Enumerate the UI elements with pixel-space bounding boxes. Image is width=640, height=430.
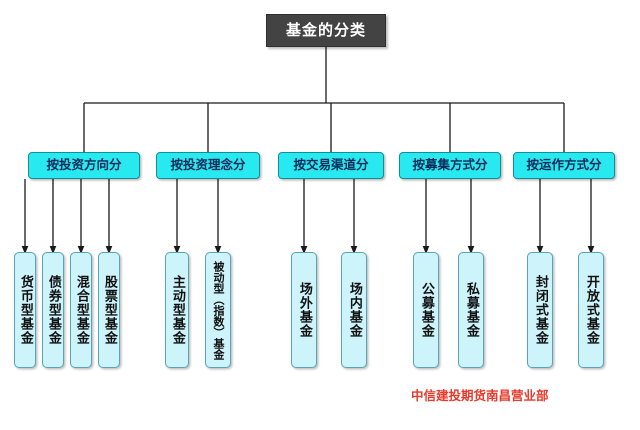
leaf-label: 被动型（指数）基金 [212, 260, 226, 360]
leaf-label: 公募基金 [418, 282, 434, 338]
leaf-box-4-2[interactable]: 私募基金 [458, 252, 484, 368]
category-box-1[interactable]: 按投资方向分 [28, 152, 140, 179]
leaf-box-3-2[interactable]: 场内基金 [341, 252, 367, 368]
category-box-3[interactable]: 按交易渠道分 [278, 152, 384, 179]
leaf-label: 混合型基金 [73, 275, 89, 345]
category-label: 按募集方式分 [412, 157, 488, 173]
category-label: 按投资方向分 [46, 157, 122, 173]
leaf-label: 场内基金 [346, 282, 362, 338]
leaf-box-5-2[interactable]: 开放式基金 [578, 252, 604, 368]
leaf-box-1-3[interactable]: 混合型基金 [70, 252, 92, 368]
category-box-4[interactable]: 按募集方式分 [399, 152, 501, 179]
leaf-box-2-1[interactable]: 主动型基金 [165, 252, 189, 368]
leaf-label: 主动型基金 [169, 275, 185, 345]
leaf-box-2-2[interactable]: 被动型（指数）基金 [205, 252, 231, 368]
category-label: 按交易渠道分 [293, 157, 369, 173]
leaf-label: 私募基金 [463, 282, 479, 338]
leaf-box-4-1[interactable]: 公募基金 [413, 252, 439, 368]
category-box-5[interactable]: 按运作方式分 [513, 152, 615, 179]
leaf-box-5-1[interactable]: 封闭式基金 [527, 252, 553, 368]
leaf-label: 债券型基金 [45, 275, 61, 345]
root-title-label: 基金的分类 [285, 21, 366, 39]
category-label: 按投资理念分 [170, 157, 246, 173]
leaf-box-1-4[interactable]: 股票型基金 [98, 252, 120, 368]
leaf-label: 开放式基金 [583, 275, 599, 345]
leaf-label: 货币型基金 [17, 275, 33, 345]
leaf-label: 股票型基金 [101, 275, 117, 345]
leaf-label: 场外基金 [296, 282, 312, 338]
category-box-2[interactable]: 按投资理念分 [156, 152, 260, 179]
leaf-label: 封闭式基金 [532, 275, 548, 345]
category-label: 按运作方式分 [526, 157, 602, 173]
leaf-box-1-2[interactable]: 债券型基金 [42, 252, 64, 368]
footer-credit: 中信建投期货南昌营业部 [411, 388, 549, 403]
leaf-box-1-1[interactable]: 货币型基金 [14, 252, 36, 368]
leaf-box-3-1[interactable]: 场外基金 [291, 252, 317, 368]
root-title-box: 基金的分类 [266, 14, 386, 47]
